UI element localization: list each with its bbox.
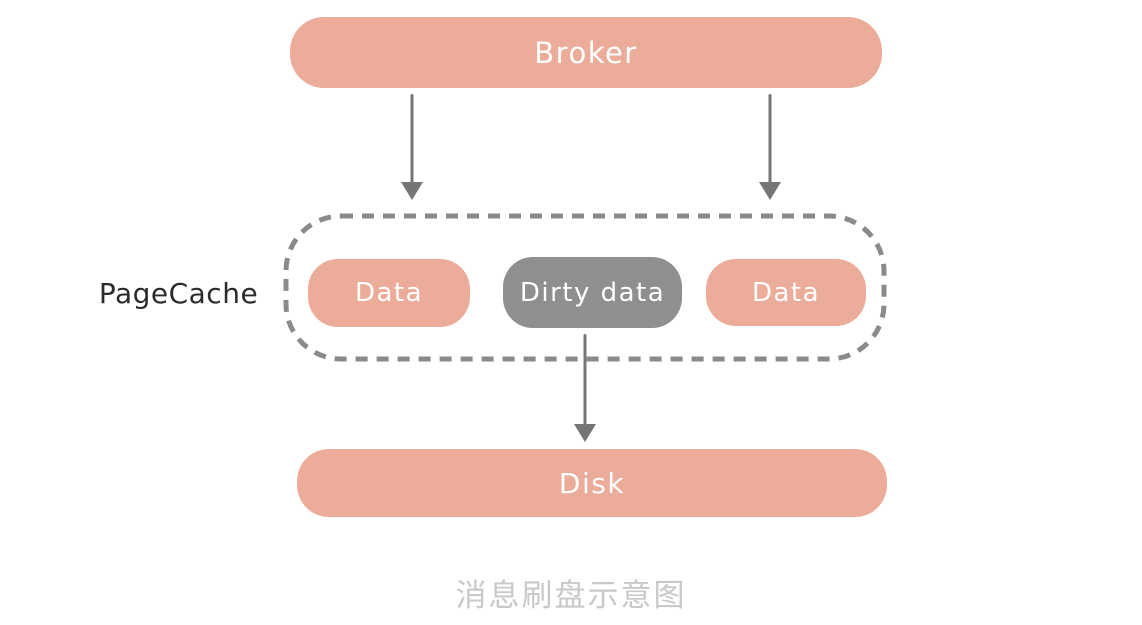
arrow-shaft [583,334,587,426]
pagecache-label: PageCache [98,277,259,310]
arrow-shaft [410,94,414,184]
arrow-shaft [768,94,772,184]
arrow-dirtydata-to-disk [574,334,596,442]
dirty-data-node-label: Dirty data [519,277,666,308]
broker-node: Broker [290,17,882,88]
data-node-right: Data [706,259,866,326]
arrow-broker-to-pagecache-right [759,94,781,200]
data-node-label: Data [751,277,821,308]
arrowhead-down-icon [574,424,596,442]
arrowhead-down-icon [401,182,423,200]
data-node-left: Data [308,259,470,327]
arrowhead-down-icon [759,182,781,200]
arrow-broker-to-pagecache-left [401,94,423,200]
data-node-label: Data [354,278,424,308]
diagram-caption: 消息刷盘示意图 [455,578,687,614]
dirty-data-node: Dirty data [503,257,682,328]
disk-node-label: Disk [558,466,626,500]
pagecache-container [283,213,887,362]
disk-node: Disk [297,449,887,517]
broker-node-label: Broker [534,35,638,70]
